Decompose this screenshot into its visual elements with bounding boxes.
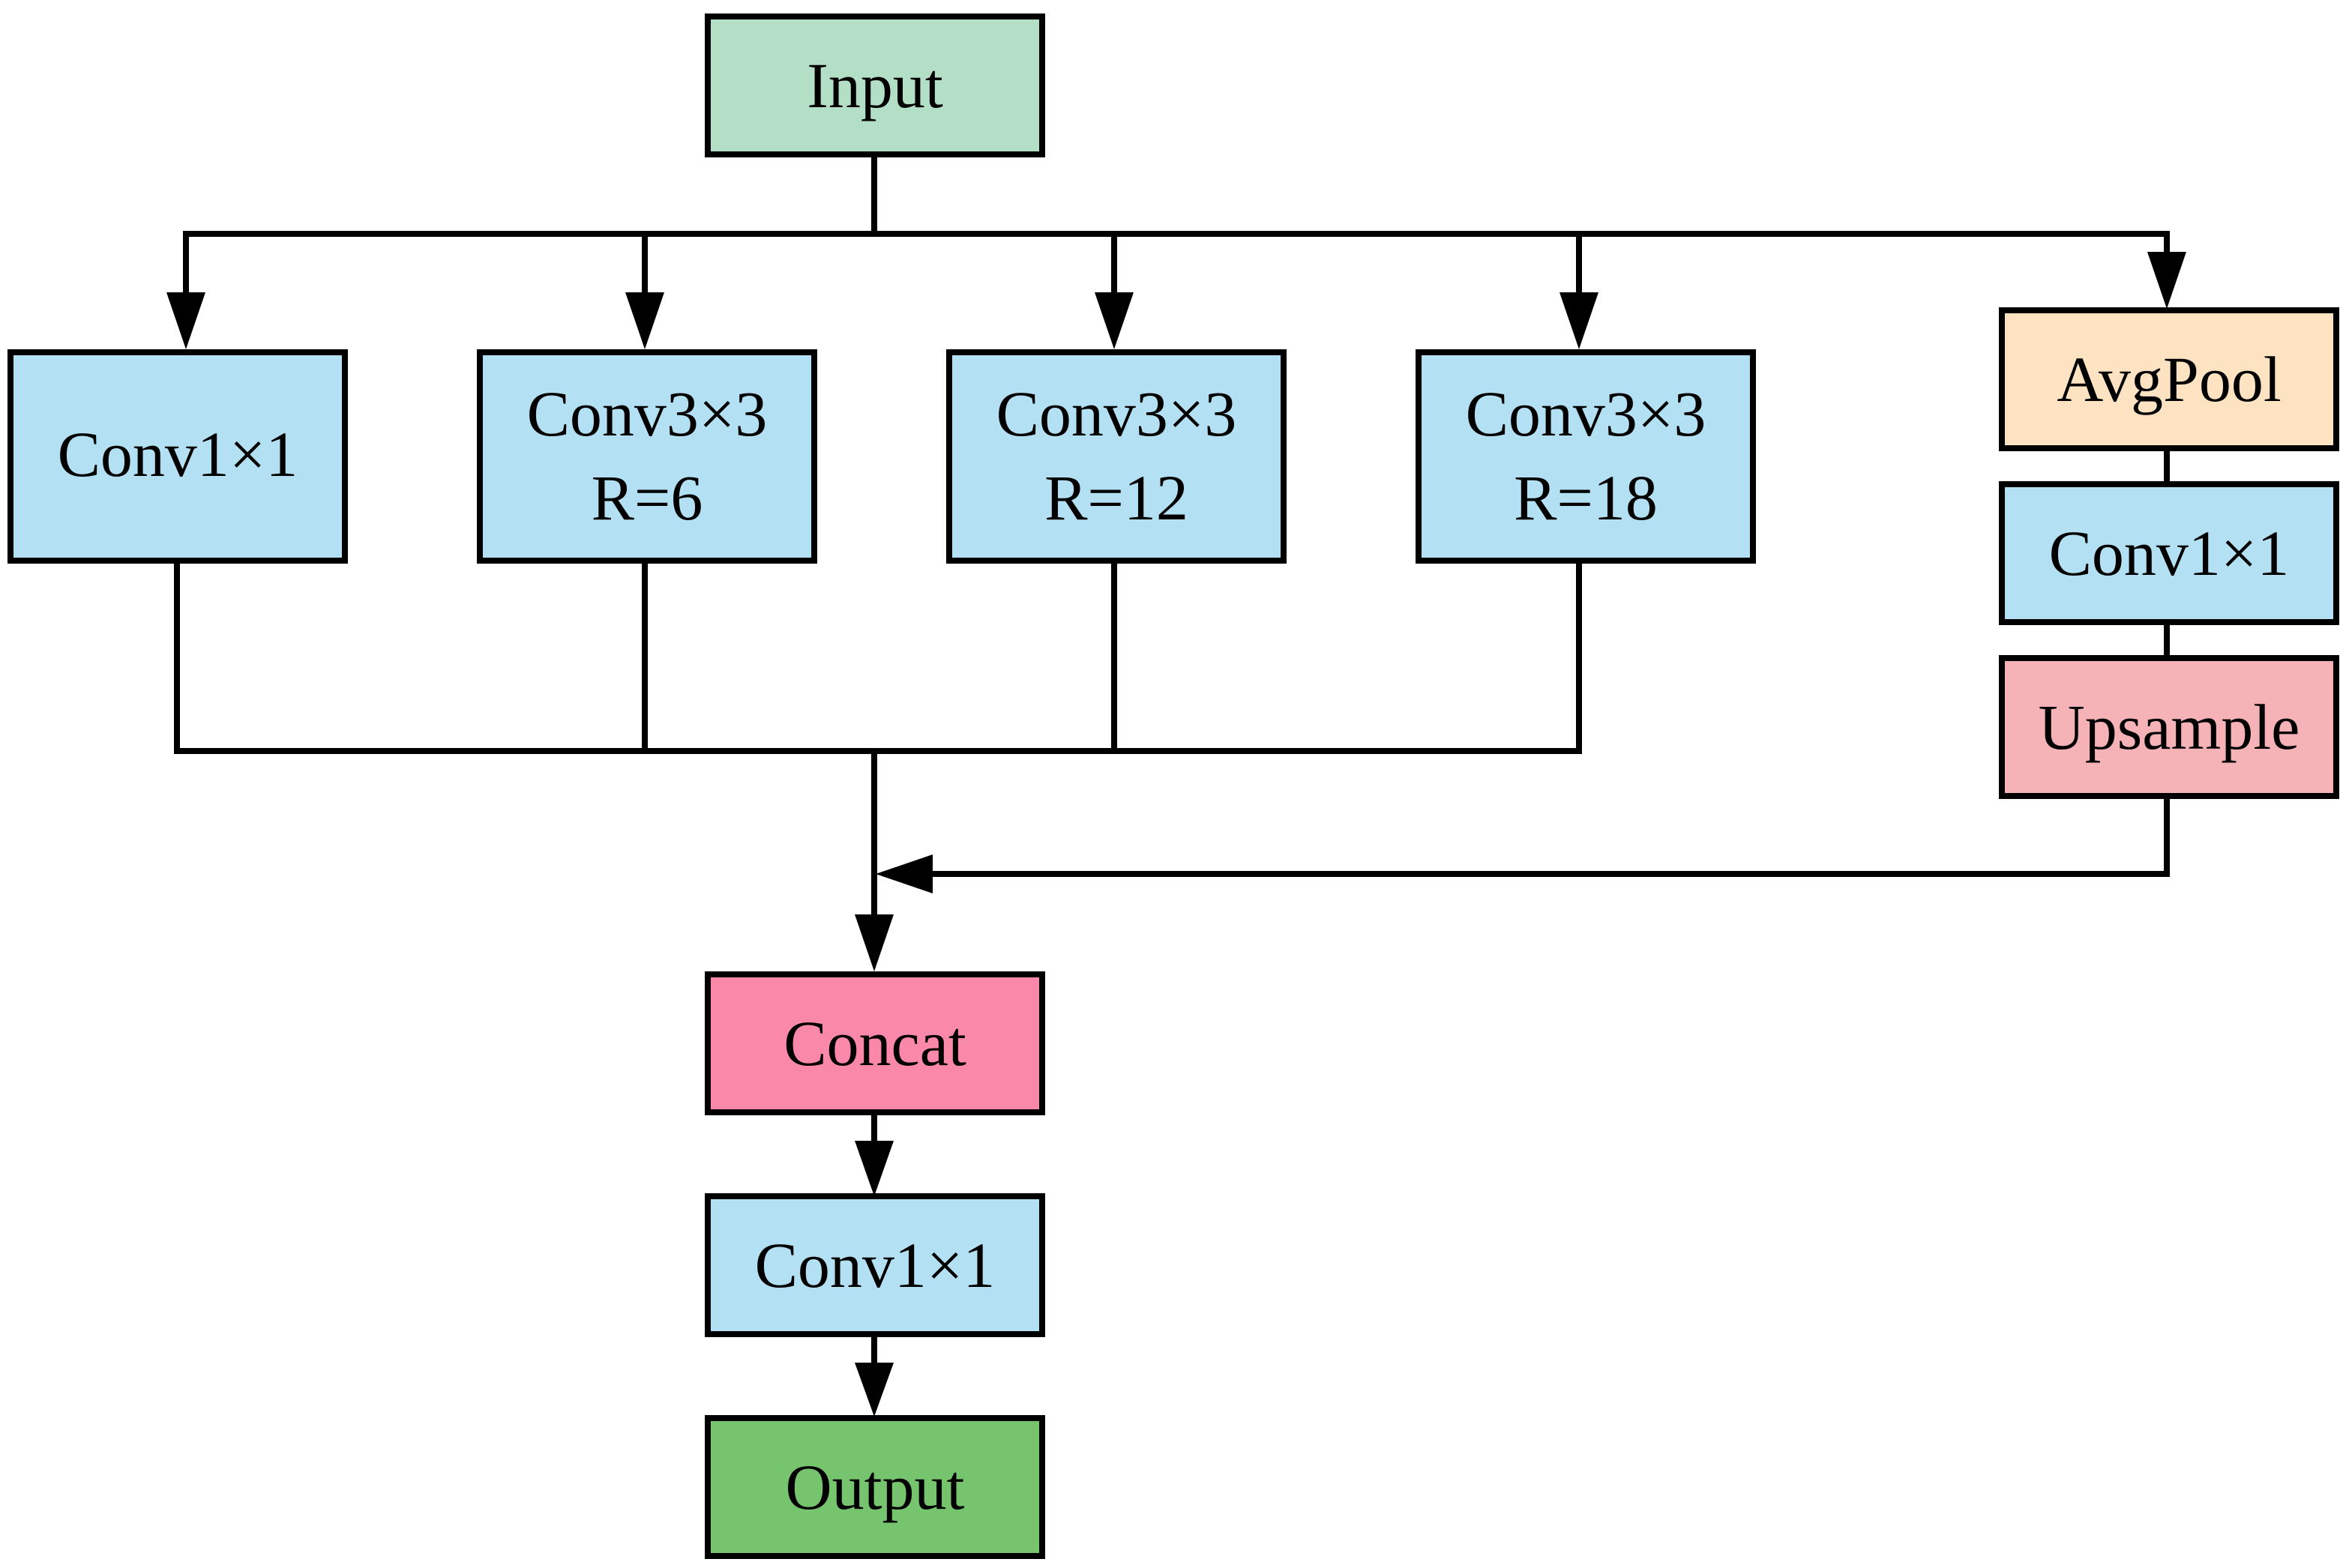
input-box — [705, 13, 1045, 157]
upsample-node: Upsample — [1999, 655, 2339, 799]
output-box — [705, 1415, 1045, 1559]
branch1-box — [7, 349, 348, 564]
branch2-label-line2: R=6 — [592, 462, 703, 534]
branch3-box — [946, 349, 1287, 564]
output-node: Output — [705, 1415, 1045, 1559]
branch3-label-line1: Conv3×3 — [996, 378, 1237, 450]
arrowheads — [166, 252, 2186, 1417]
poolconv-label: Conv1×1 — [2049, 517, 2290, 589]
poolconv-box — [1999, 481, 2339, 625]
branch3-label-line2: R=12 — [1044, 462, 1188, 534]
branch2-box — [477, 349, 817, 564]
upsample-box — [1999, 655, 2339, 799]
branch3-node: Conv3×3 R=12 — [946, 349, 1287, 564]
arrowhead-concat — [855, 914, 894, 971]
avgpool-label: AvgPool — [2057, 343, 2281, 415]
input-label: Input — [807, 49, 943, 121]
upsample-label: Upsample — [2039, 691, 2300, 763]
branch1-node: Conv1×1 — [7, 349, 348, 564]
concat-node: Concat — [705, 971, 1045, 1115]
arrowhead-pool-return — [876, 854, 933, 893]
connectors — [174, 151, 2170, 1372]
arrowhead-branch2 — [625, 292, 664, 349]
arrowhead-branch4 — [1560, 292, 1598, 349]
outconv-box — [705, 1193, 1045, 1337]
arrowhead-branch1 — [166, 292, 205, 349]
input-node: Input — [705, 13, 1045, 157]
outconv-node: Conv1×1 — [705, 1193, 1045, 1337]
arrowhead-branch3 — [1095, 292, 1134, 349]
branch2-node: Conv3×3 R=6 — [477, 349, 817, 564]
arrowhead-conv — [855, 1141, 894, 1196]
outconv-label: Conv1×1 — [755, 1229, 996, 1301]
arrowhead-avgpool — [2147, 252, 2186, 309]
avgpool-box — [1999, 307, 2339, 451]
arrowhead-output — [855, 1363, 894, 1417]
branch4-label-line1: Conv3×3 — [1466, 378, 1706, 450]
branch4-box — [1416, 349, 1756, 564]
output-label: Output — [786, 1451, 965, 1523]
branch1-label: Conv1×1 — [58, 418, 298, 490]
poolconv-node: Conv1×1 — [1999, 481, 2339, 625]
avgpool-node: AvgPool — [1999, 307, 2339, 451]
branch2-label-line1: Conv3×3 — [527, 378, 768, 450]
concat-label: Concat — [783, 1007, 966, 1079]
branch4-node: Conv3×3 R=18 — [1416, 349, 1756, 564]
branch4-label-line2: R=18 — [1514, 462, 1658, 534]
concat-box — [705, 971, 1045, 1115]
